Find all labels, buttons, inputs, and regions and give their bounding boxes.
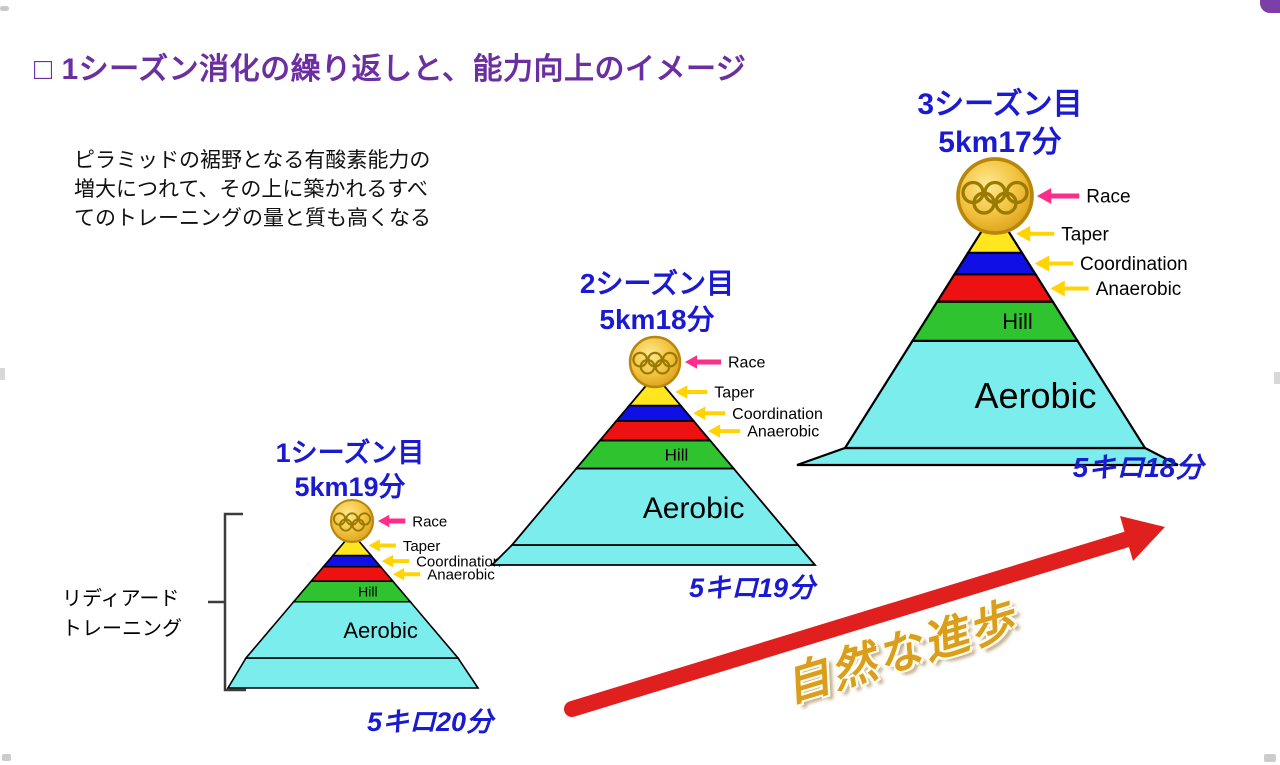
- description-line: 増大につれて、その上に築かれるすべ: [74, 178, 428, 201]
- screen-artifact-right-mid: [1274, 372, 1280, 384]
- callout-label: Anaerobic: [427, 567, 495, 584]
- screen-artifact-bottom-left: [2, 754, 11, 761]
- screen-artifact-top-left: [0, 6, 9, 11]
- screen-artifact-left-mid: [0, 368, 5, 380]
- layer-taper: [627, 373, 683, 407]
- layer-hill: [910, 300, 1080, 342]
- side-note-line: リディアード: [62, 588, 180, 610]
- medal-icon: [956, 157, 1034, 235]
- pyramid3-season-label: 3シーズン目 5km17分: [917, 86, 1082, 162]
- callout-label: Coordination: [732, 406, 823, 423]
- layer-anaerobic: [598, 419, 712, 442]
- callout-arrow-head: [1034, 255, 1049, 272]
- callout-arrow-head: [381, 554, 394, 568]
- callout-arrow-head: [378, 514, 390, 528]
- layer-label-hill: Hill: [1002, 309, 1033, 334]
- layer-hill: [291, 580, 413, 603]
- pyramid1-result-label: 5キロ20分: [366, 707, 494, 737]
- lydiard-training-note: リディアード トレーニング: [62, 584, 182, 644]
- pyramid-base-face: [489, 544, 817, 566]
- description-line: てのトレーニングの量と質も高くなる: [74, 207, 431, 230]
- layer-hill: [574, 439, 736, 470]
- layer-label-aerobic: Aerobic: [343, 618, 418, 643]
- layer-label-hill: Hill: [665, 445, 689, 464]
- callout-arrow-head: [1037, 188, 1052, 204]
- layer-anaerobic: [935, 273, 1055, 303]
- pyramid3-result-label: 5キロ18分: [1072, 452, 1204, 483]
- layer-label-hill: Hill: [358, 583, 377, 599]
- season-title: 3シーズン目: [917, 88, 1083, 121]
- callout-label: Taper: [714, 385, 755, 402]
- layer-coordination: [614, 404, 696, 422]
- season-time: 5km18分: [599, 304, 715, 335]
- callout-label: Anaerobic: [1096, 279, 1182, 300]
- callout-label: Coordination: [416, 553, 501, 570]
- screen-artifact-bottom-right: [1264, 754, 1276, 762]
- medal-icon: [628, 335, 682, 389]
- callout-label: Taper: [1061, 224, 1109, 245]
- layer-coordination: [321, 554, 383, 568]
- layer-label-aerobic: Aerobic: [974, 375, 1096, 416]
- progress-arrow-head: [1120, 516, 1165, 561]
- side-note-line: トレーニング: [62, 618, 182, 640]
- layer-coordination: [952, 251, 1038, 276]
- callout-label: Race: [412, 513, 447, 530]
- callout-arrow-head: [708, 424, 721, 438]
- season-title: 1シーズン目: [275, 438, 425, 468]
- callout-arrow-head: [693, 406, 706, 420]
- season-time: 5km17分: [938, 126, 1062, 159]
- season-title: 2シーズン目: [579, 268, 735, 299]
- season-time: 5km19分: [294, 472, 406, 502]
- callout-label: Taper: [403, 538, 441, 555]
- progress-arrow-shaft: [564, 531, 1136, 717]
- callout-arrow-head: [392, 567, 405, 581]
- description-line: ピラミッドの裾野となる有酸素能力の: [74, 149, 431, 172]
- screen-artifact-top-right: [1260, 0, 1280, 13]
- callout-arrow-head: [685, 355, 697, 369]
- slide-title: □ 1シーズン消化の繰り返しと、能力向上のイメージ: [34, 53, 747, 86]
- pyramid1-season-label: 1シーズン目 5km19分: [276, 436, 425, 504]
- callout-arrow-head: [1016, 225, 1031, 242]
- description-text: ピラミッドの裾野となる有酸素能力の 増大につれて、その上に築かれるすべ てのトレ…: [74, 146, 431, 233]
- medal-icon: [329, 498, 375, 544]
- pyramid2-result-label: 5キロ19分: [688, 573, 816, 603]
- callout-label: Anaerobic: [747, 424, 819, 441]
- callout-arrow-head: [675, 385, 688, 399]
- layer-taper: [331, 531, 373, 557]
- layer-label-aerobic: Aerobic: [643, 492, 745, 525]
- callout-arrow-head: [368, 539, 380, 552]
- pyramid-base-face: [226, 657, 480, 689]
- layer-anaerobic: [309, 565, 395, 582]
- callout-label: Race: [1086, 187, 1130, 208]
- callout-arrow-head: [1050, 280, 1065, 297]
- callout-label: Race: [728, 355, 765, 372]
- callout-label: Coordination: [1080, 254, 1188, 275]
- pyramid2-season-label: 2シーズン目 5km18分: [580, 266, 734, 338]
